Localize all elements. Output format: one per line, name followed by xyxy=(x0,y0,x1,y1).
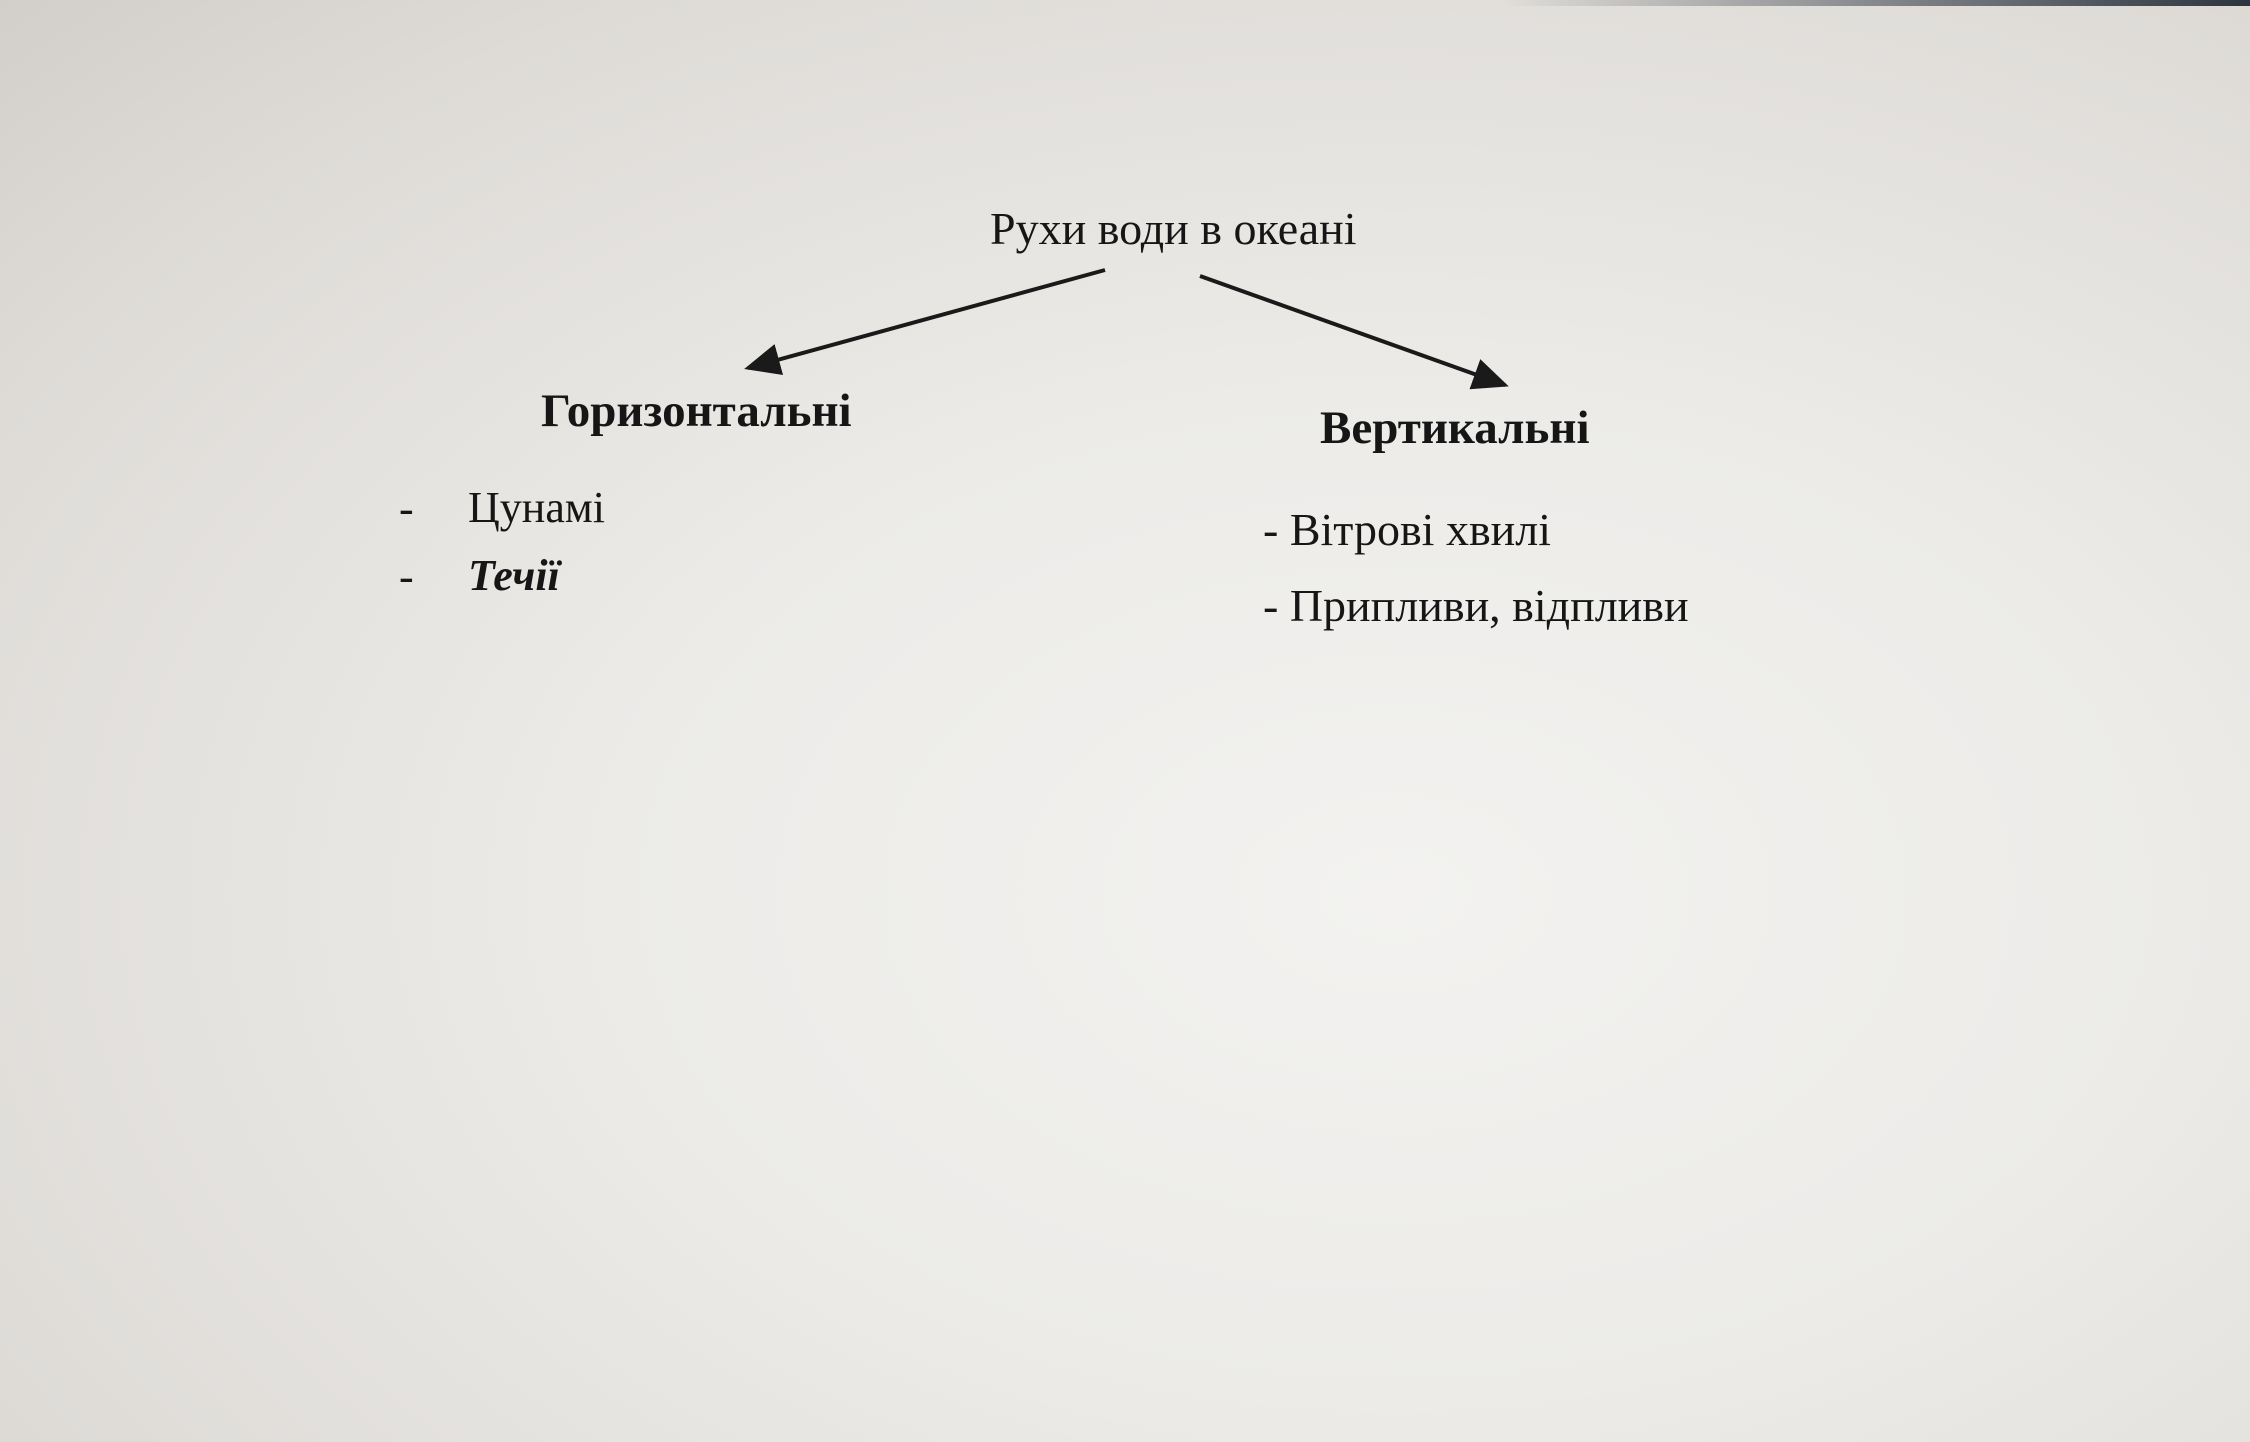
list-item: Течії xyxy=(468,551,560,600)
list-item: - Припливи, відпливи xyxy=(1263,580,1689,631)
list-item: - Вітрові хвилі xyxy=(1263,504,1552,555)
list-item: Цунамі xyxy=(468,483,605,532)
diagram-root-title: Рухи води в океані xyxy=(990,203,1357,254)
arrow-to-vertical xyxy=(1199,274,1509,390)
bullet-dash: - xyxy=(399,552,414,601)
screen-edge xyxy=(1500,0,2250,6)
vertical-heading: Вертикальні xyxy=(1320,402,1590,454)
horizontal-heading: Горизонтальні xyxy=(541,385,852,437)
bullet-dash: - xyxy=(399,484,414,533)
arrow-to-horizontal xyxy=(744,268,1106,375)
